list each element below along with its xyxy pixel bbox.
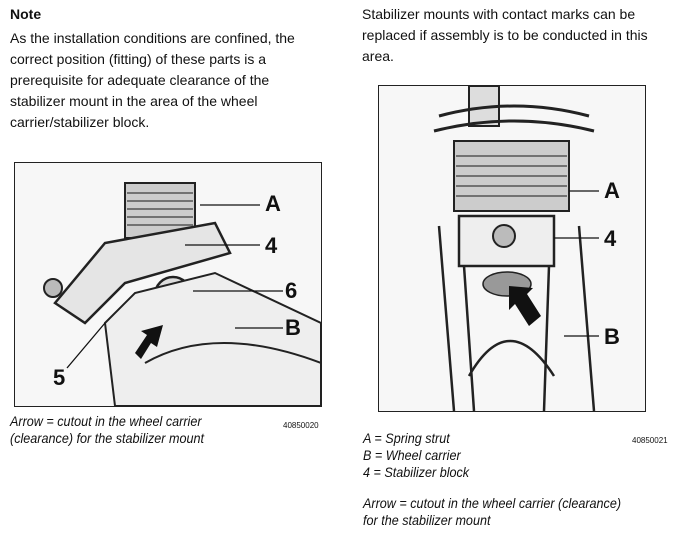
figure-code-left: 40850020	[283, 421, 319, 430]
label-a: A	[265, 191, 281, 216]
text-line: As the installation conditions are confi…	[10, 30, 295, 46]
caption-line: Arrow = cutout in the wheel carrier	[10, 413, 202, 429]
label-6: 6	[285, 278, 298, 303]
figure-left: A 4 6 B 5	[14, 162, 322, 407]
stabilizer-mount-illustration-right	[433, 86, 599, 411]
caption-line: (clearance) for the stabilizer mount	[10, 430, 204, 446]
legend: A = Spring strut B = Wheel carrier 4 = S…	[363, 430, 469, 481]
text-line: area.	[362, 48, 394, 64]
legend-item: B = Wheel carrier	[363, 447, 461, 463]
label-a: A	[604, 178, 620, 203]
note-text: As the installation conditions are confi…	[10, 28, 295, 133]
text-line: carrier/stabilizer block.	[10, 114, 150, 130]
figure-code-right: 40850021	[632, 436, 668, 445]
caption-line: Arrow = cutout in the wheel carrier (cle…	[363, 495, 622, 511]
caption-left: Arrow = cutout in the wheel carrier (cle…	[10, 413, 204, 447]
text-line: Stabilizer mounts with contact marks can…	[362, 6, 636, 22]
label-b: B	[285, 315, 301, 340]
label-4: 4	[265, 233, 278, 258]
label-4: 4	[604, 226, 617, 251]
figure-right: A 4 B	[378, 85, 646, 412]
label-5: 5	[53, 365, 66, 390]
caption-right: Arrow = cutout in the wheel carrier (cle…	[363, 495, 621, 529]
text-line: correct position (fitting) of these part…	[10, 51, 266, 67]
legend-item: A = Spring strut	[363, 430, 450, 446]
note-title: Note	[10, 6, 42, 22]
stabilizer-mount-illustration-left	[43, 182, 321, 406]
right-text: Stabilizer mounts with contact marks can…	[362, 4, 648, 67]
text-line: stabilizer mount in the area of the whee…	[10, 93, 258, 109]
legend-item: 4 = Stabilizer block	[363, 464, 470, 480]
text-line: prerequisite for adequate clearance of t…	[10, 72, 270, 88]
text-line: replaced if assembly is to be conducted …	[362, 27, 648, 43]
label-b: B	[604, 324, 620, 349]
caption-line: for the stabilizer mount	[363, 512, 491, 528]
